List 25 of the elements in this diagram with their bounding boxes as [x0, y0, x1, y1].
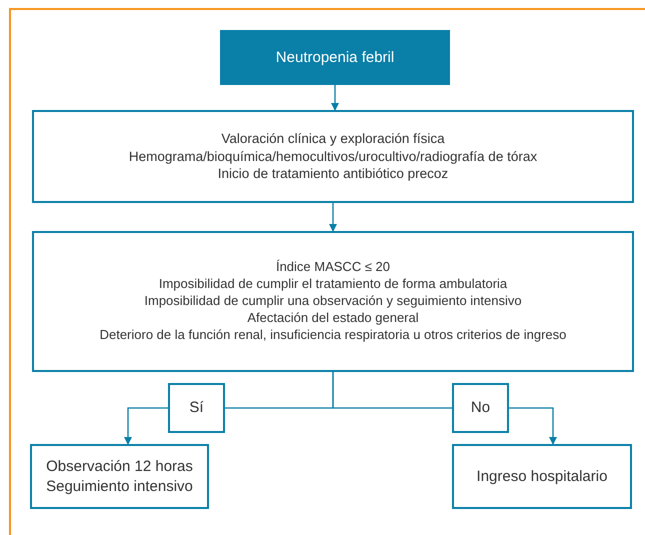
arrow — [509, 407, 557, 445]
box-text: Seguimiento intensivo — [46, 476, 193, 496]
box-text: Sí — [189, 398, 204, 418]
arrow — [329, 203, 337, 232]
box-text: No — [470, 398, 490, 418]
process-box — [32, 110, 634, 203]
box-text: Afectación del estado general — [247, 310, 419, 327]
box-text: Imposibilidad de cumplir el tratamiento de forma ambulatoria — [158, 276, 508, 294]
arrow — [331, 85, 339, 111]
start-box — [220, 30, 450, 85]
box-text: Ingreso hospitalario — [476, 466, 608, 486]
box-text: Imposibilidad de cumplir una observación y seguimiento intensivo — [144, 293, 522, 310]
box-text: Valoración clínica y exploración física — [221, 130, 445, 148]
decision-box — [168, 383, 225, 433]
box-text: Neutropenia febril — [276, 48, 394, 68]
outcome-box — [30, 444, 209, 509]
box-text: Observación 12 horas — [46, 457, 193, 476]
box-text: Índice MASCC ≤ 20 — [276, 259, 390, 276]
criteria-box — [32, 231, 634, 372]
box-text: Deterioro de la función renal, insuficiencia respiratoria u otros criterios de ingreso — [100, 326, 566, 344]
box-text: Inicio de tratamiento antibiótico precoz — [218, 165, 448, 183]
arrow — [124, 407, 168, 445]
box-text: Hemograma/bioquímica/hemocultivos/urocultivo/radiografía de tórax — [128, 148, 538, 166]
outcome-box — [452, 444, 632, 509]
decision-box — [452, 383, 509, 433]
